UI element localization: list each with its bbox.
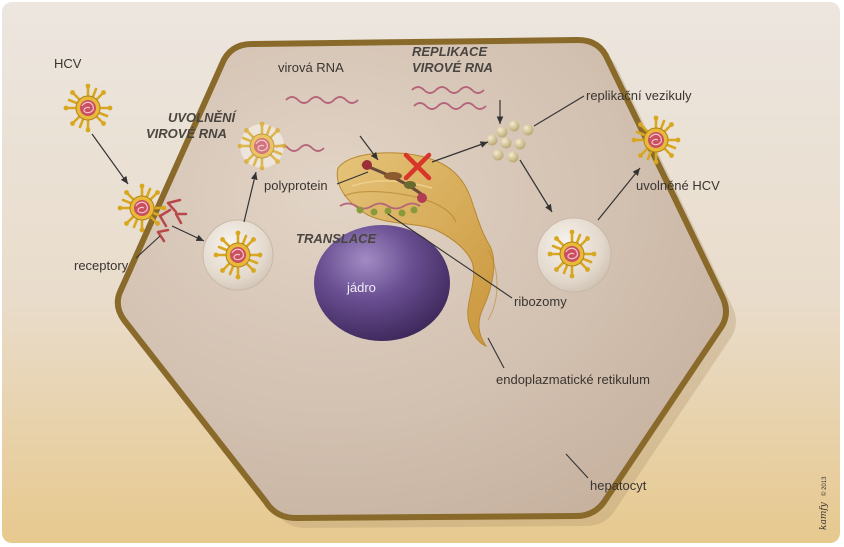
label-released-hcv: uvolněné HCV [636, 178, 720, 193]
label-hepatocyte: hepatocyt [590, 478, 647, 493]
label-translation: TRANSLACE [296, 231, 376, 246]
label-replication-1: REPLIKACE [412, 44, 487, 59]
label-pointers [135, 95, 589, 479]
ribosomes [339, 202, 421, 217]
label-release-rna-1: UVOLNĚNÍ [168, 110, 238, 125]
receptor-icons [156, 198, 188, 243]
hcv-virion-endosome-icon [212, 229, 264, 281]
artist-signature: kamfy [819, 501, 829, 530]
label-release-rna-2: VIROVÉ RNA [146, 126, 227, 141]
nucleus [314, 225, 450, 341]
label-nucleus: jádro [346, 280, 376, 295]
process-arrows [91, 100, 641, 242]
label-viral-rna: virová RNA [278, 60, 344, 75]
label-polyprotein: polyprotein [264, 178, 328, 193]
red-x-icon [403, 152, 432, 181]
hcv-virion-released-icon [630, 114, 682, 166]
label-endoplasmic-reticulum: endoplazmatické retikulum [496, 372, 650, 387]
hcv-virion-icon [62, 82, 114, 134]
label-ribosomes: ribozomy [514, 294, 567, 309]
label-replication-2: VIROVÉ RNA [412, 60, 493, 75]
hcv-virion-export-icon [546, 228, 598, 280]
label-receptors: receptory [74, 258, 129, 273]
polyprotein-chain [361, 160, 427, 203]
replication-vesicles [486, 120, 534, 163]
label-replication-vesicles: replikační vezikuly [586, 88, 692, 103]
endoplasmic-reticulum [336, 152, 498, 347]
hcv-virion-uncoating-icon [236, 120, 288, 172]
label-hcv: HCV [54, 56, 82, 71]
copyright-year: © 2013 [821, 476, 828, 496]
hcv-virion-bound-icon [116, 182, 168, 234]
